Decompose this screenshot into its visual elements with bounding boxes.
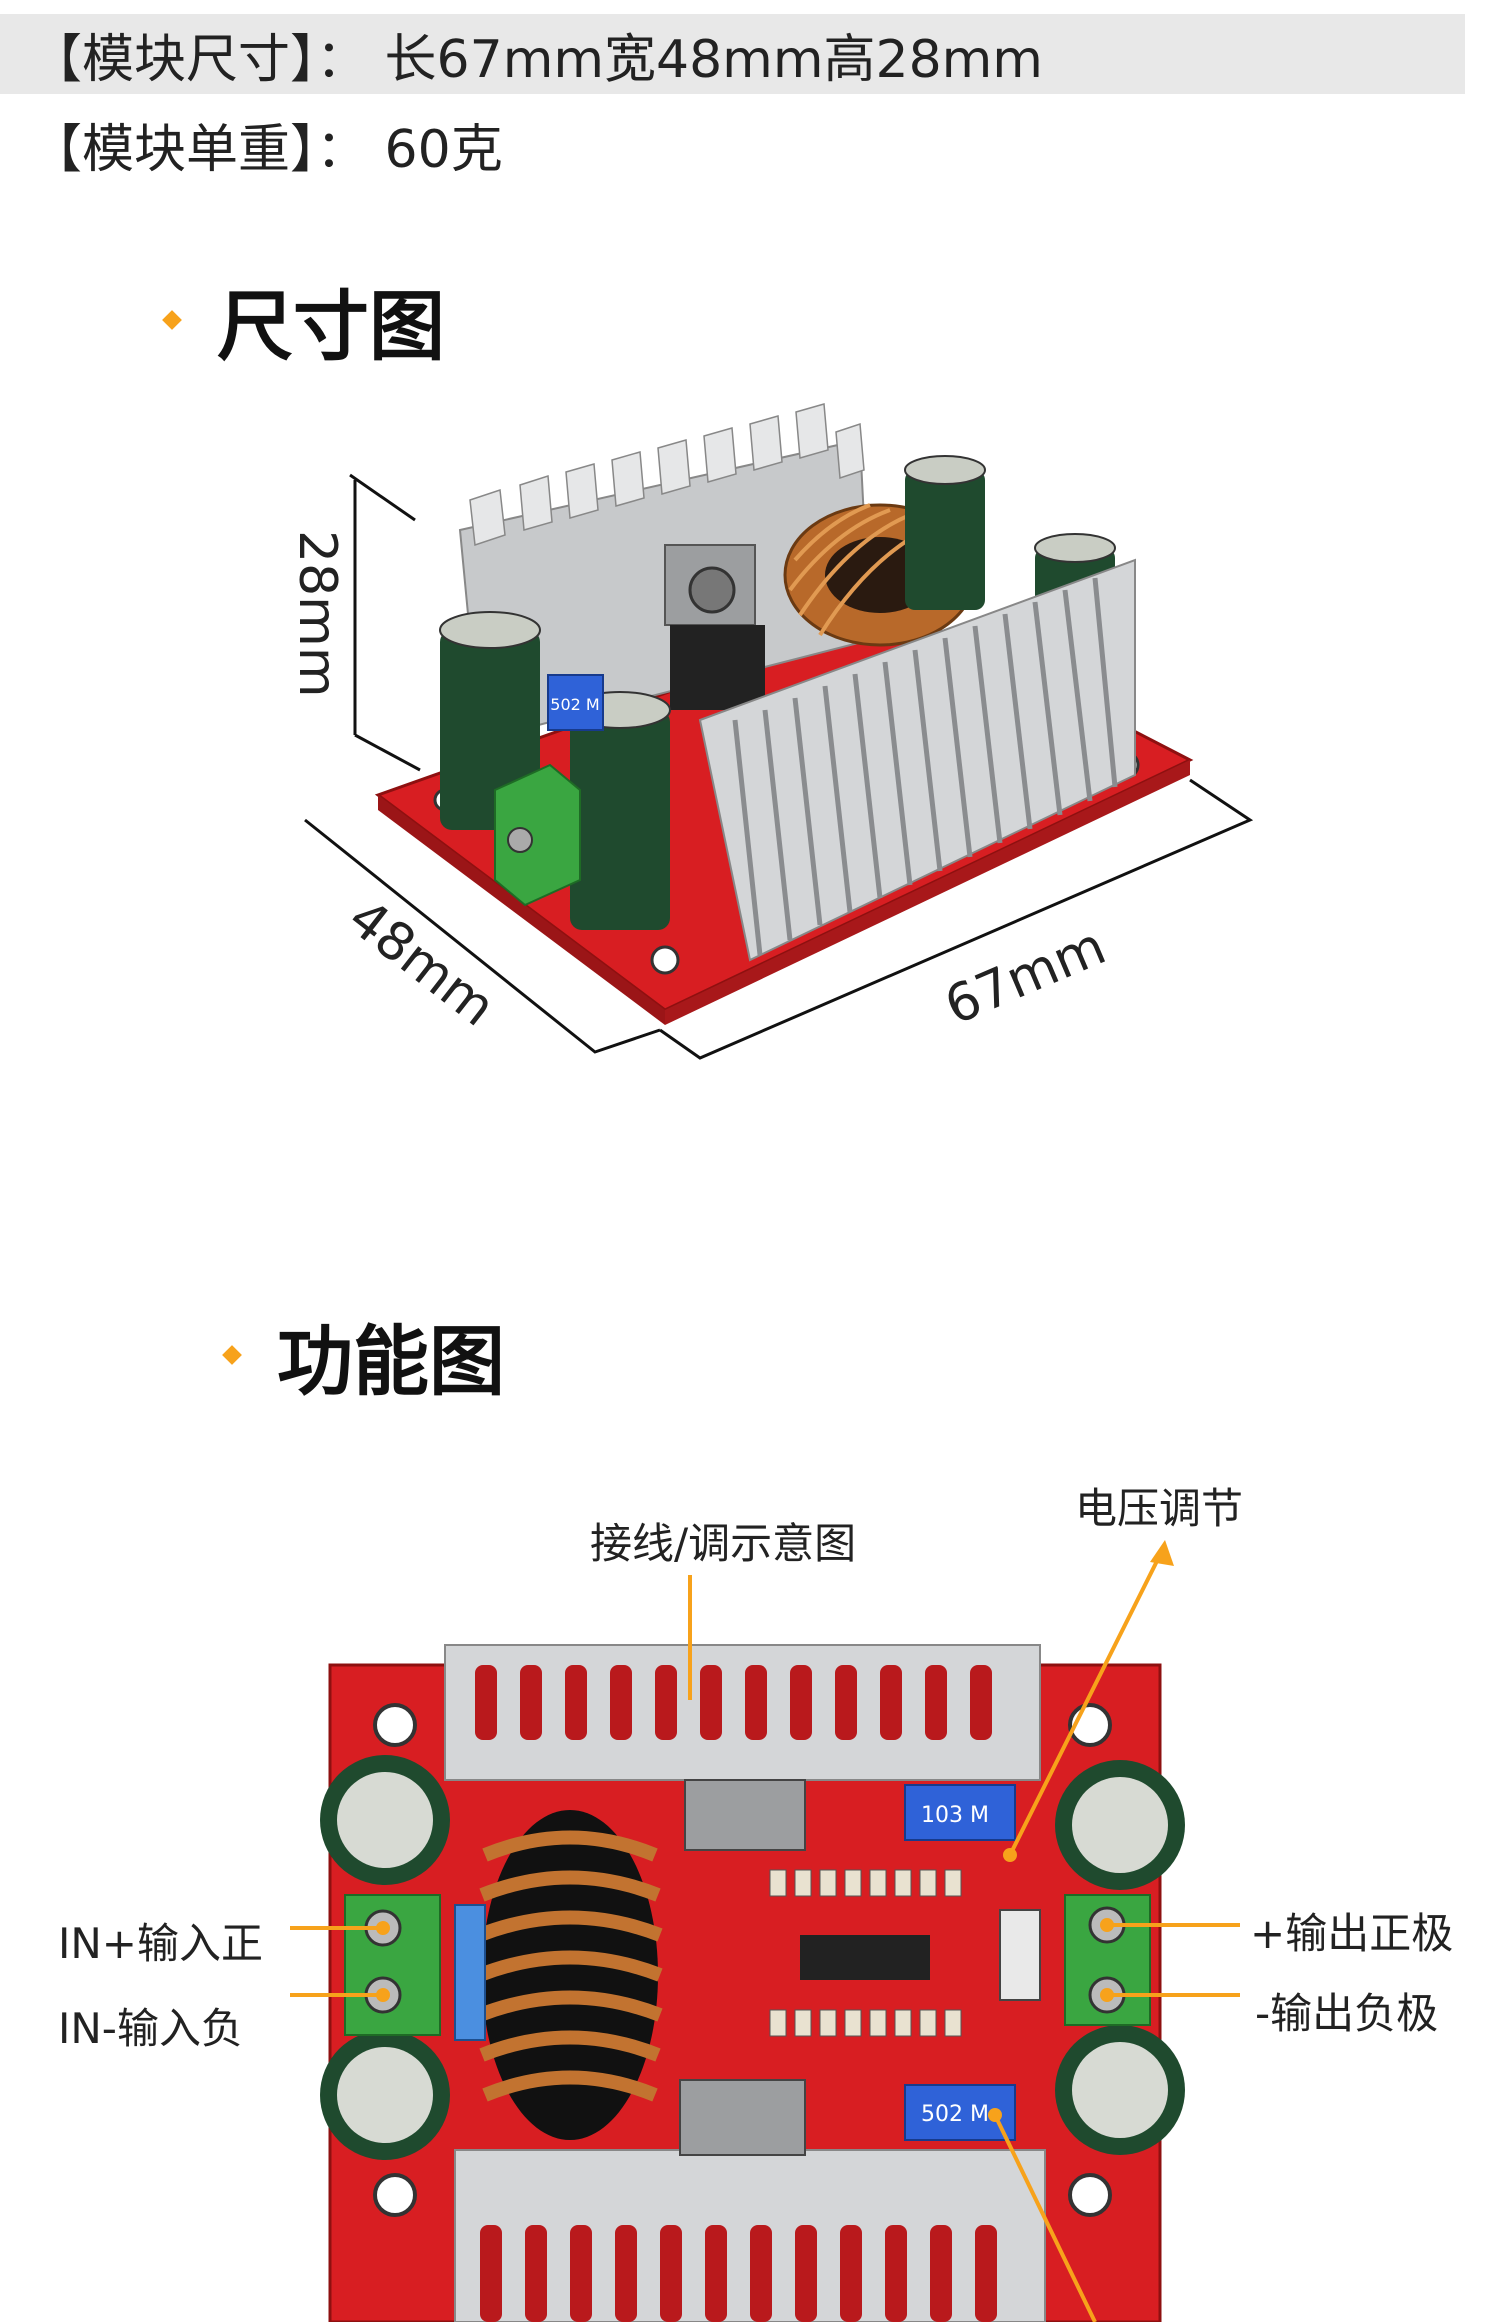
pot-bottom-marking: 502 M — [921, 2102, 989, 2127]
potentiometer-dim — [547, 674, 604, 731]
callout-lines — [290, 1544, 1240, 2322]
width-dimension-label: 48mm — [337, 888, 506, 1038]
shunt-resistor — [999, 1909, 1041, 2001]
control-ic — [800, 1935, 930, 1980]
pot-dim-marking: 502 M — [550, 695, 599, 714]
callout-dots — [376, 1848, 1114, 2122]
spec-size-row: 【模块尺寸】： 长67mm宽48mm高28mm — [0, 14, 1465, 94]
top-mosfet — [684, 1779, 806, 1851]
bottom-heatsink — [454, 2149, 1046, 2322]
function-section-title: 功能图 — [277, 1317, 505, 1406]
dimension-section-title: 尺寸图 — [217, 282, 445, 371]
input-terminal-top — [344, 1894, 441, 2036]
top-heatsink — [444, 1644, 1041, 1781]
in-minus-label: IN-输入负 — [58, 2004, 243, 2053]
diamond-bullet-icon — [222, 1345, 242, 1365]
dimension-lines — [304, 473, 1254, 1060]
pcb-top-view — [328, 1663, 1162, 2322]
dimension-drawing: 502 M 28mm 48mm 67mm — [287, 403, 1254, 1060]
spec-size-text: 【模块尺寸】： 长67mm宽48mm高28mm — [30, 29, 1043, 90]
toroid-top — [477, 1810, 663, 2140]
back-heatsink — [458, 403, 872, 742]
dimension-section-heading: 尺寸图 — [162, 265, 445, 375]
output-terminal-top — [1064, 1894, 1151, 2026]
callout-arrow-icon — [1150, 1540, 1174, 1566]
wiring-label: 接线/调示意图 — [590, 1519, 857, 1568]
pot-top-marking: 103 M — [921, 1803, 989, 1828]
potentiometer-top — [904, 1784, 1016, 1841]
potentiometer-bottom — [904, 2084, 1016, 2141]
input-terminal-dim — [494, 763, 581, 907]
capacitors-top — [320, 1755, 1185, 2160]
function-section-heading: 功能图 — [222, 1300, 505, 1410]
smd-parts — [769, 1869, 962, 2037]
in-plus-label: IN+输入正 — [58, 1919, 263, 1968]
height-dimension-label: 28mm — [287, 530, 347, 697]
out-minus-label: -输出负极 — [1255, 1989, 1439, 2038]
spec-weight-text: 【模块单重】： 60克 — [30, 119, 503, 180]
mounting-holes — [373, 1703, 1112, 2217]
voltage-adjust-label: 电压调节 — [1075, 1484, 1244, 1533]
length-dimension-label: 67mm — [937, 916, 1115, 1037]
bottom-mosfet — [679, 2079, 806, 2156]
out-plus-label: +输出正极 — [1250, 1909, 1454, 1958]
fuse — [454, 1904, 486, 2041]
front-heatsink — [698, 558, 1136, 962]
spec-weight-row: 【模块单重】： 60克 — [0, 104, 1465, 184]
